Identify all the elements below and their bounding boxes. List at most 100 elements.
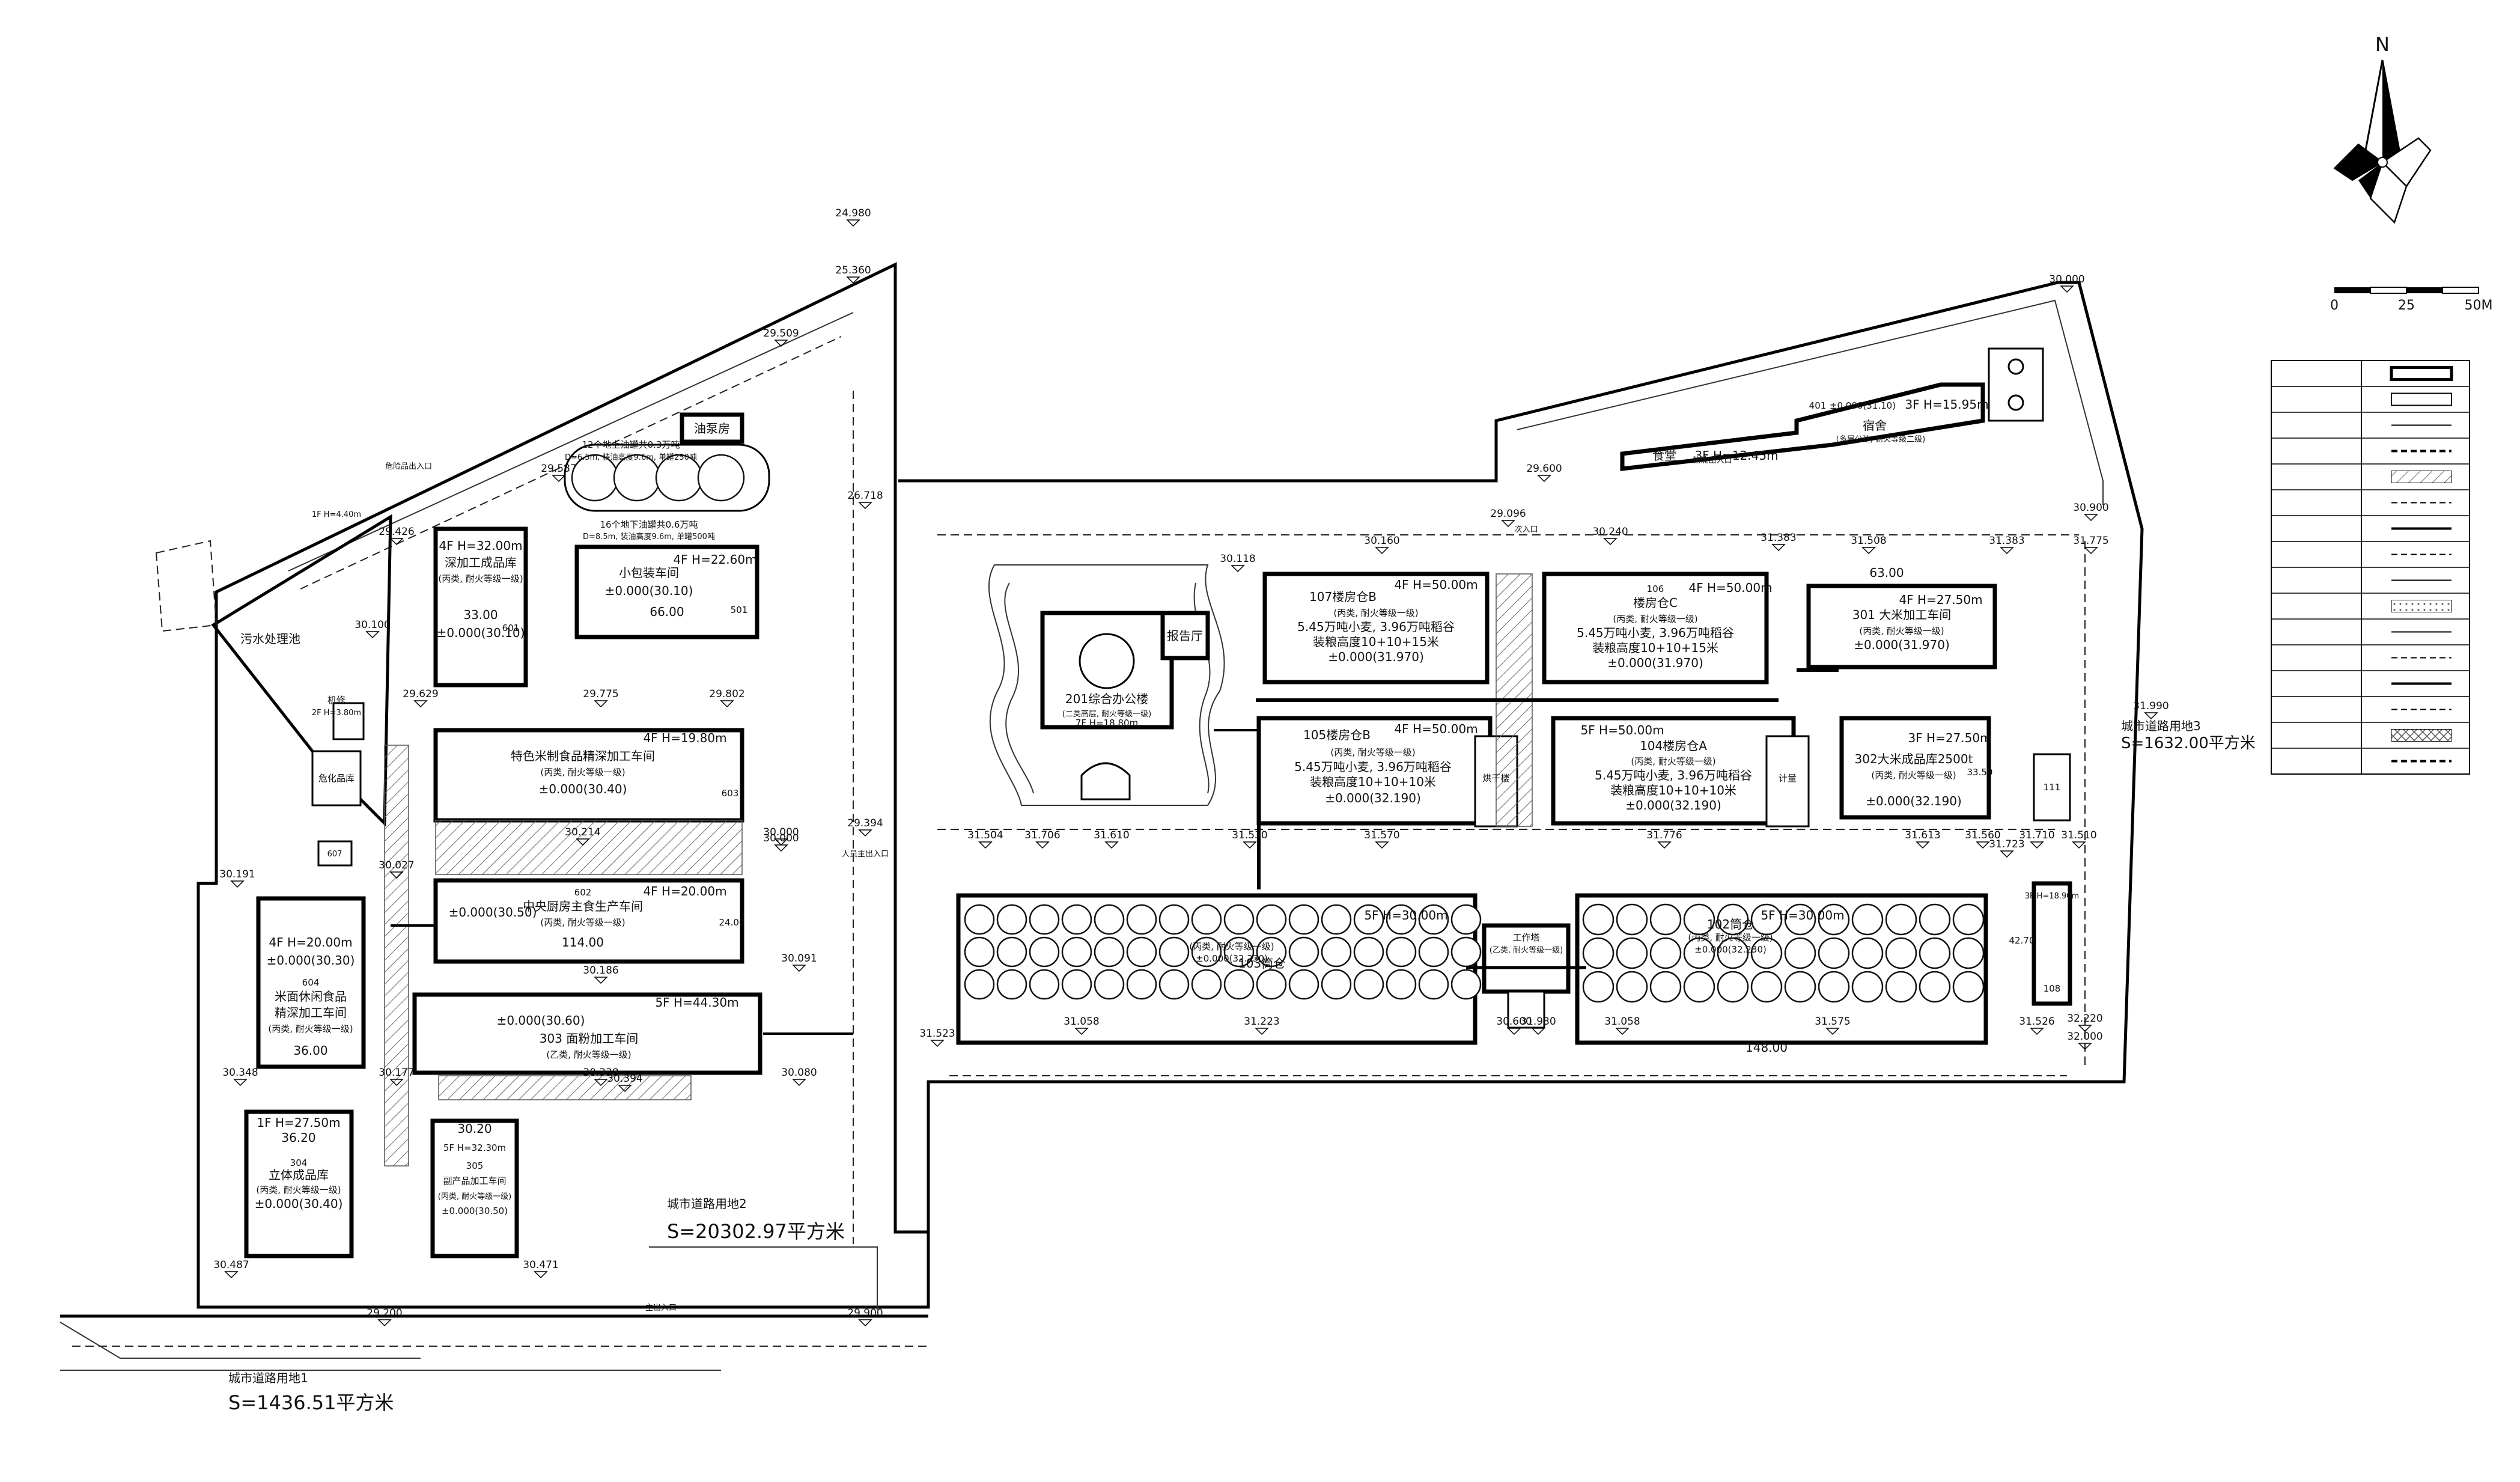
- b103-line3: ±0.000(32.230): [1196, 953, 1268, 964]
- silo-circle: [1683, 937, 1715, 969]
- building-303: [412, 992, 762, 1075]
- elevation-triangle: [858, 829, 872, 837]
- silo-circle: [1223, 904, 1255, 935]
- silo-circle: [1750, 937, 1783, 969]
- silo-circle: [1061, 969, 1092, 1000]
- b304-line0: 1F H=27.50m: [257, 1115, 340, 1130]
- elevation-triangle: [2072, 841, 2086, 849]
- b501-line2: ±0.000(30.10): [605, 584, 693, 598]
- east-site-boundary: [898, 281, 2144, 1232]
- b602-line3: (丙类, 耐火等级一级): [540, 917, 625, 928]
- elevation-value: 31.570: [1364, 829, 1399, 841]
- silo-circle: [1126, 969, 1157, 1000]
- silo-circle: [1616, 971, 1648, 1003]
- label-hazard-entrance: 危险品出入口: [385, 462, 432, 471]
- hatched-strip-west: [384, 745, 409, 1166]
- building-607: [317, 840, 353, 867]
- silo-circle: [1158, 969, 1190, 1000]
- elevation-triangle: [1976, 841, 1990, 849]
- label-oil-pump: 油泵房: [694, 421, 730, 436]
- silo-circle: [1683, 903, 1715, 936]
- elevation-value: 30.214: [565, 826, 600, 838]
- elevation-value: 30.191: [219, 868, 255, 880]
- b302-line3: ±0.000(32.190): [1866, 794, 1962, 808]
- silo-circle: [1450, 969, 1482, 1000]
- elevation-triangle: [594, 977, 608, 984]
- silo-circle: [1885, 971, 1917, 1003]
- b401-line4: (多层公建, 耐火等级二级): [1836, 435, 1925, 444]
- elevation-triangle: [365, 631, 380, 639]
- b303-line1: 5F H=44.30m: [655, 995, 738, 1010]
- elevation-triangle: [1531, 1028, 1545, 1035]
- elevation-value: 31.058: [1604, 1016, 1640, 1028]
- silo-circle: [996, 936, 1027, 968]
- building-108: [2032, 881, 2072, 1006]
- b106-line4: 5.45万吨小麦, 3.96万吨稻谷: [1577, 626, 1734, 640]
- silo-circle: [1256, 936, 1287, 968]
- road-land-3-label: 城市道路用地3: [2121, 719, 2201, 733]
- b106-line6: ±0.000(31.970): [1607, 656, 1703, 670]
- b604-line0: 4F H=20.00m: [269, 935, 352, 950]
- label-repair: 机修: [327, 695, 345, 706]
- b104-line3: 5.45万吨小麦, 3.96万吨稻谷: [1595, 768, 1752, 782]
- b301-line1: 301 大米加工车间: [1852, 608, 1952, 622]
- elevation-triangle: [1035, 841, 1050, 849]
- silo-circle: [1582, 903, 1615, 936]
- b201-line1: (二类高层, 耐火等级一级): [1062, 709, 1151, 719]
- elevation-triangle: [1375, 841, 1389, 849]
- b107-line3: 5.45万吨小麦, 3.96万吨稻谷: [1297, 620, 1455, 634]
- building-302: [1839, 716, 1991, 820]
- building-301: [1806, 584, 1997, 669]
- silo-circle: [1450, 904, 1482, 935]
- silo-circle: [1818, 937, 1850, 969]
- silo-circle: [1029, 936, 1060, 968]
- elevation-triangle: [846, 219, 860, 227]
- building-106: [1542, 572, 1769, 685]
- silo-circle: [1952, 937, 1985, 969]
- elevation-triangle: [1615, 1028, 1630, 1035]
- elevation-triangle: [1916, 841, 1930, 849]
- hatched-yard-603: [435, 820, 743, 875]
- silo-circle: [1353, 969, 1384, 1000]
- b105-line5: ±0.000(32.190): [1325, 791, 1421, 805]
- b304-line3: 立体成品库: [269, 1168, 329, 1182]
- silo-circle: [1353, 904, 1384, 935]
- elevation-triangle: [1501, 520, 1515, 528]
- b201-line2: 7F H=18.80m: [1076, 718, 1138, 728]
- elevation-triangle: [774, 838, 788, 846]
- silo-circle: [1288, 969, 1319, 1000]
- elevation-triangle: [2060, 285, 2074, 293]
- elevation-triangle: [792, 965, 806, 972]
- elevation-triangle: [858, 1319, 872, 1327]
- b601-line0: 4F H=32.00m: [439, 538, 522, 553]
- b107-line1: 4F H=50.00m: [1394, 578, 1478, 592]
- silo-circle: [1717, 937, 1749, 969]
- b401-line6: 食堂: [1652, 448, 1676, 463]
- elevation-value: 30.600: [1496, 1016, 1532, 1028]
- b105-line1: 4F H=50.00m: [1394, 722, 1478, 736]
- label-main-entrance: 人员主出入口: [842, 850, 889, 859]
- silo-circle: [1418, 904, 1449, 935]
- elevation-triangle: [774, 844, 788, 852]
- b501-line1: 4F H=22.60m: [673, 552, 756, 567]
- b302-line2: (丙类, 耐火等级一级): [1871, 770, 1956, 781]
- road-land-2-area: S=20302.97平方米: [667, 1220, 845, 1243]
- silo-circle: [1094, 969, 1125, 1000]
- elevation-value: 31.776: [1646, 829, 1682, 841]
- b601-line3: 601: [502, 623, 520, 633]
- silo-circle: [964, 936, 995, 968]
- silo-circle: [1061, 936, 1092, 968]
- silo-circle: [1750, 903, 1783, 936]
- b106-line0: 106: [1647, 584, 1664, 594]
- b602-line4: ±0.000(30.50): [449, 905, 537, 919]
- building-603: [433, 728, 744, 823]
- b305-line2: 305: [466, 1160, 484, 1171]
- silo-circle: [1919, 971, 1951, 1003]
- b301-line0: 4F H=27.50m: [1899, 593, 1982, 607]
- elevation-value: 29.394: [847, 817, 883, 829]
- silo-circle: [1029, 904, 1060, 935]
- silo-circle: [1616, 937, 1648, 969]
- silo-circle: [1919, 937, 1951, 969]
- elevation-value: 29.802: [709, 688, 744, 700]
